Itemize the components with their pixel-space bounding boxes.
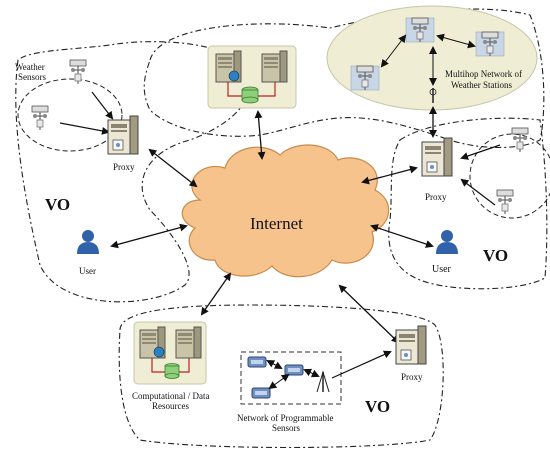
sensor-node-icon — [284, 364, 304, 376]
user-label: User — [79, 266, 96, 276]
sensor-node-icon — [247, 356, 267, 368]
link-arrow — [254, 110, 266, 160]
vo-boundary-left — [15, 41, 250, 303]
weather-station-icon — [511, 127, 529, 153]
link-arrow — [436, 33, 476, 49]
weather-sensors-label: Weather Sensors — [15, 62, 47, 82]
link-arrow — [303, 368, 320, 378]
multihop-label-line1: Multihop Network of — [445, 69, 522, 79]
link-arrow — [59, 122, 110, 135]
link-arrow — [268, 373, 290, 390]
resources-label-line2: Resources — [152, 401, 189, 411]
link-arrow — [460, 178, 496, 206]
weather-sensors-label-line1: Weather — [15, 62, 45, 72]
vo-boundary-top — [143, 8, 545, 149]
weather-sensors-cluster — [469, 133, 550, 219]
link-arrow — [460, 144, 501, 160]
weather-sensors-label-line2: Sensors — [18, 72, 46, 82]
link-arrow — [380, 34, 407, 68]
computational-resources-top — [207, 45, 297, 109]
programmable-label: Network of Programmable Sensors — [237, 413, 336, 433]
vo-label: VO — [365, 397, 390, 416]
vo-label: VO — [483, 246, 508, 265]
proxy-label: Proxy — [113, 162, 135, 172]
link-arrow — [91, 91, 114, 120]
weather-sensors-cluster — [17, 78, 123, 152]
weather-station-icon — [496, 189, 514, 215]
programmable-label-line2: Sensors — [272, 423, 300, 433]
link-arrow — [338, 284, 400, 344]
proxy-server-icon — [395, 325, 427, 365]
weather-station-icon — [31, 105, 49, 131]
vo-boundary-bottom — [118, 304, 444, 449]
weather-station-icon — [69, 59, 87, 85]
antenna-icon — [429, 88, 437, 103]
vo-boundary-right — [388, 117, 548, 290]
link-arrow — [266, 360, 283, 369]
weather-station-icon — [351, 66, 379, 90]
multihop-label: Multihop Network of Weather Stations — [445, 69, 524, 90]
antenna-icon — [316, 370, 330, 393]
programmable-label-line1: Network of Programmable — [237, 413, 333, 423]
link-arrow — [370, 224, 434, 248]
internet-cloud — [181, 144, 390, 278]
programmable-sensors-network — [240, 351, 342, 405]
weather-station-icon — [406, 18, 434, 42]
proxy-server-icon — [107, 115, 139, 155]
link-arrow — [110, 223, 188, 249]
resources-label: Computational / Data Resources — [132, 391, 212, 411]
resources-label-line1: Computational / Data — [132, 391, 209, 401]
link-arrow — [361, 165, 418, 185]
link-arrow — [200, 272, 232, 316]
sensor-node-icon — [251, 387, 271, 399]
vo-label: VO — [45, 195, 70, 214]
link-arrow — [148, 148, 198, 188]
user-label: User — [432, 264, 452, 275]
proxy-label: Proxy — [425, 192, 447, 202]
link-arrow — [331, 350, 392, 379]
user-icon — [436, 230, 458, 254]
proxy-server-icon — [421, 137, 453, 177]
user-icon — [77, 230, 99, 254]
internet-label: Internet — [250, 214, 303, 233]
computational-resources-bottom — [134, 322, 206, 384]
weather-station-icon — [476, 32, 504, 56]
multihop-label-line2: Weather Stations — [451, 80, 513, 90]
proxy-label: Proxy — [401, 372, 423, 382]
